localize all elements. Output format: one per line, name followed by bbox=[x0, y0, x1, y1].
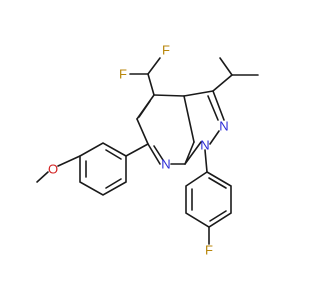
bond-o-me bbox=[36, 171, 49, 183]
atom-fluorine-3: F bbox=[205, 243, 213, 258]
fluorophenyl-double-3 bbox=[208, 177, 227, 189]
bond-c-c4 bbox=[147, 73, 155, 96]
bond-c3-ch bbox=[212, 74, 233, 92]
bond-c7a-c3a bbox=[184, 141, 195, 165]
atom-labels: F F N N N O F bbox=[48, 43, 229, 258]
bond-c4-c3a bbox=[153, 94, 185, 97]
bond-aryl-o bbox=[57, 155, 81, 167]
atom-fluorine-1: F bbox=[119, 67, 127, 82]
bond-c6-n bbox=[147, 143, 161, 165]
methoxyphenyl-double-1 bbox=[105, 149, 122, 160]
methoxyphenyl-double-3 bbox=[105, 178, 122, 189]
bond-c3a-c3 bbox=[183, 90, 214, 97]
bond-c3-n2-double bbox=[207, 95, 219, 121]
methoxyphenyl-ring bbox=[79, 142, 127, 196]
bond-c6-aryl bbox=[125, 143, 149, 157]
bond-c5-c6 bbox=[136, 118, 149, 145]
bond-n1-c7a bbox=[184, 141, 202, 165]
atom-nitrogen-2: N bbox=[219, 119, 228, 134]
atom-oxygen: O bbox=[48, 162, 58, 177]
bond-n2-n1 bbox=[209, 130, 220, 145]
atom-nitrogen-1: N bbox=[200, 138, 209, 153]
atom-nitrogen-pyridine: N bbox=[161, 157, 170, 172]
bond-c3a-c4 bbox=[183, 95, 195, 143]
bonds bbox=[36, 57, 259, 245]
bond-c4-c5-double bbox=[138, 100, 151, 118]
bond-n1-aryl bbox=[204, 149, 208, 173]
fluorophenyl-double-2 bbox=[209, 210, 227, 222]
bond-c-f2 bbox=[147, 57, 161, 75]
bond-c6-n-double bbox=[153, 145, 164, 161]
bond-c3-n2 bbox=[212, 90, 225, 121]
molecule-structure: F F N N N O F bbox=[36, 43, 259, 258]
bond-ch-me1 bbox=[219, 57, 233, 76]
atom-fluorine-2: F bbox=[162, 43, 170, 58]
